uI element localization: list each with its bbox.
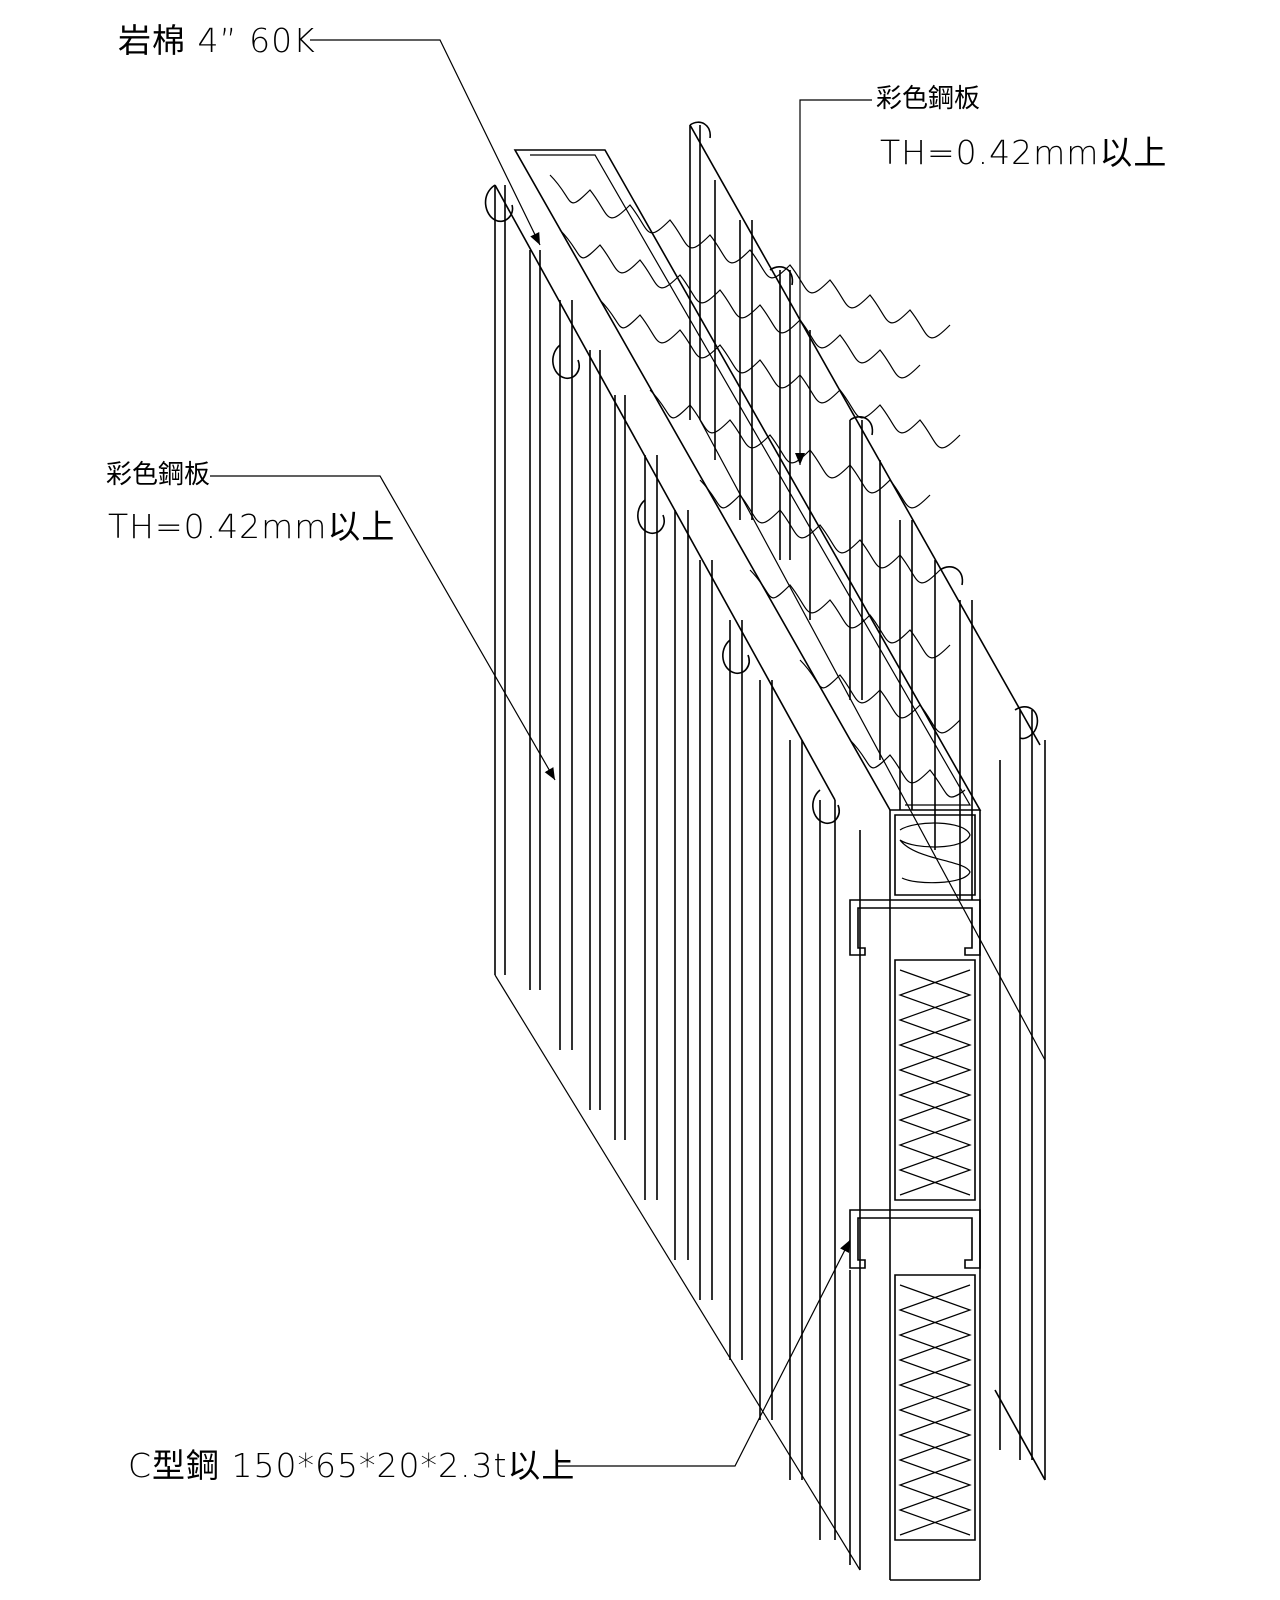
leader-rock-wool xyxy=(310,39,541,246)
leader-steel-sheet-left xyxy=(210,475,556,781)
steel-sheet-left-thickness: TH=0.42mm以上 xyxy=(108,507,396,546)
leader-lines xyxy=(210,39,872,1467)
c-channel-label: C型鋼 150*65*20*2.3t以上 xyxy=(128,1446,576,1485)
steel-sheet-right-name: 彩色鋼板 xyxy=(876,84,981,114)
rock-wool-label: 岩棉 4” 60K xyxy=(118,21,316,60)
c-channel-lower xyxy=(849,1209,981,1269)
steel-sheet-right-thickness: TH=0.42mm以上 xyxy=(880,133,1168,172)
c-channel-upper xyxy=(849,899,981,956)
steel-sheet-left-name: 彩色鋼板 xyxy=(106,460,211,490)
rock-wool-diagonal xyxy=(513,149,982,811)
corrugated-sheet-layers xyxy=(484,121,1046,1571)
vertical-wall-section xyxy=(849,810,981,1581)
leader-steel-sheet-right xyxy=(795,99,872,465)
leader-c-channel xyxy=(556,1239,851,1467)
